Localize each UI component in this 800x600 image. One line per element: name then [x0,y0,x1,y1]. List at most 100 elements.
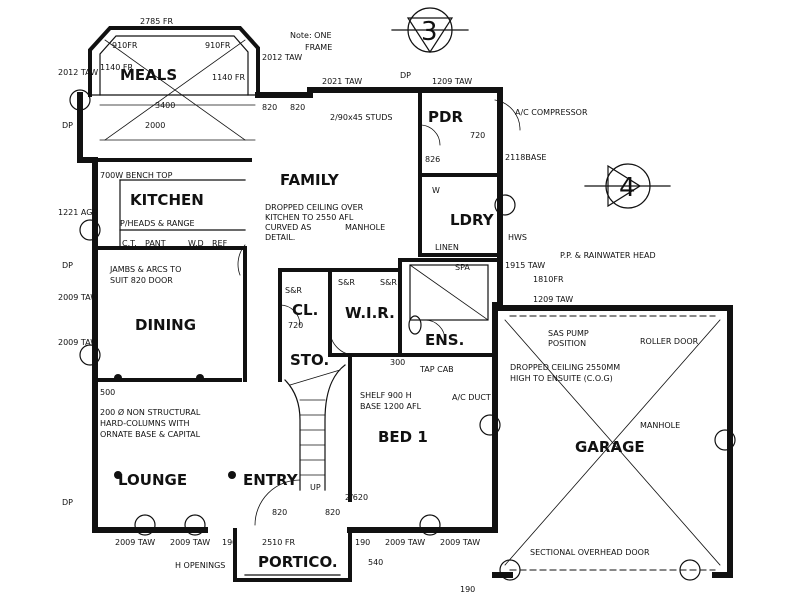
note-garage-manhole: MANHOLE [640,421,680,430]
label-sr-3: S&R [380,278,397,287]
marker-4-label: 4 [619,173,636,203]
dim-1221: 1221 AGN [58,208,98,217]
note-frame: FRAME [305,43,332,52]
dim-300: 300 [390,358,405,367]
dim-500: 500 [100,388,115,397]
window-markers [69,89,736,581]
note-ac-duct: A/C DUCT [452,393,491,402]
dim-190-b: 190 [355,538,370,547]
room-label-portico: PORTICO. [258,553,338,571]
dim-tap-cab: TAP CAB [419,365,454,374]
room-label-dining: DINING [135,316,196,334]
dim-2785: 2785 FR [140,17,174,26]
note-ceiling-1: DROPPED CEILING OVER [265,203,364,212]
dim-2000: 2000 [145,121,165,130]
note-shelf-1: SHELF 900 H [360,391,412,400]
room-label-cl: CL. [292,301,318,319]
marker-3-label: 3 [421,17,438,47]
dim-2009-bottom-c: 2009 TAW [385,538,425,547]
dim-2009-left-a: 2009 TAW [58,293,98,302]
note-ceiling-2: KITCHEN TO 2550 AFL [265,213,354,222]
dim-190-c: 190 [460,585,475,594]
room-label-ens: ENS. [425,331,464,349]
dim-2-620: 2/620 [345,493,368,502]
dim-2009-bottom-a: 2009 TAW [115,538,155,547]
dim-2009-bottom-d: 2009 TAW [440,538,480,547]
note-pant: PANT [145,239,166,248]
note-studs: 2/90x45 STUDS [330,113,392,122]
note-washer: W [432,186,440,195]
dim-910-left: 910FR [112,41,138,50]
room-label-lounge: LOUNGE [118,471,187,489]
note-pump-1: SAS PUMP [548,329,589,338]
room-label-garage: GARAGE [575,438,645,456]
label-wd: W.D [188,239,204,248]
dim-540: 540 [368,558,383,567]
dim-820-a: 820 [262,103,277,112]
dim-190-a: 190 [222,538,237,547]
dim-2012-right: 2012 TAW [262,53,302,62]
dim-720-b: 720 [288,321,303,330]
dim-2021: 2021 TAW [322,77,362,86]
room-label-family: FAMILY [280,171,340,189]
label-sr-1: S&R [285,286,302,295]
note-ceiling-4: DETAIL. [265,233,295,242]
note-manhole: MANHOLE [345,223,385,232]
note-jambs-2: SUIT 820 DOOR [110,276,173,285]
dim-2118: 2118BASE [505,153,546,162]
dim-820-b: 820 [290,103,305,112]
note-jambs-1: JAMBS & ARCS TO [109,265,181,274]
room-label-kitchen: KITCHEN [130,191,204,209]
note-ensuite-ceiling-2: HIGH TO ENSUITE (C.O.G) [510,374,613,383]
dim-1915: 1915 TAW [505,261,545,270]
label-ct: C.T. [122,239,137,248]
dim-2009-bottom-b: 2009 TAW [170,538,210,547]
columns [114,374,236,479]
note-rainwater: P.P. & RAINWATER HEAD [560,251,656,260]
note-sectional-door: SECTIONAL OVERHEAD DOOR [530,548,650,557]
dim-2012-left: 2012 TAW [58,68,98,77]
dim-1140-right: 1140 FR [212,73,246,82]
dim-2009-left-b: 2009 TAW [58,338,98,347]
note-ensuite-ceiling-1: DROPPED CEILING 2550MM [510,363,620,372]
label-hws: HWS [508,233,527,242]
label-dp-3: DP [62,498,73,507]
dim-2510: 2510 FR [262,538,296,547]
room-label-bed1: BED 1 [378,428,428,446]
label-dp-4: DP [400,71,411,80]
label-dp-2: DP [62,261,73,270]
note-column-1: 200 Ø NON STRUCTURAL [100,407,201,417]
dim-3400: 3400 [155,101,175,110]
note-openings: H OPENINGS [175,561,225,570]
note-ref: REF [212,239,228,248]
dim-820-c: 820 [272,508,287,517]
note-ceiling-3: CURVED AS [265,223,311,232]
spa-fixture [408,264,489,335]
dim-1140-left: 1140 FR [100,63,134,72]
note-column-2: HARD-COLUMNS WITH [100,419,190,428]
dim-1810: 1810FR [533,275,564,284]
room-label-meals: MEALS [120,66,177,84]
note-one: Note: ONE [290,31,332,40]
note-ac-compressor: A/C COMPRESSOR [515,108,588,117]
dim-826: 826 [425,155,440,164]
note-bench-top: 700W BENCH TOP [100,171,173,180]
note-spa: SPA [455,263,470,272]
room-label-pdr: PDR [428,108,463,126]
room-label-wir: W.I.R. [345,304,395,322]
note-column-3: ORNATE BASE & CAPITAL [100,430,201,439]
label-sr-2: S&R [338,278,355,287]
room-label-ldry: LDRY [450,211,495,229]
room-label-linen: LINEN [435,243,459,252]
dim-910-right: 910FR [205,41,231,50]
room-label-entry: ENTRY [243,471,299,489]
dim-720-a: 720 [470,131,485,140]
note-shelf-2: BASE 1200 AFL [360,402,422,411]
room-label-sto: STO. [290,351,329,369]
note-pump-2: POSITION [548,339,586,348]
note-stair-up: UP [310,483,321,492]
section-marker-3: 3 [391,7,469,54]
note-roller-door: ROLLER DOOR [640,337,699,346]
dim-820-d: 820 [325,508,340,517]
